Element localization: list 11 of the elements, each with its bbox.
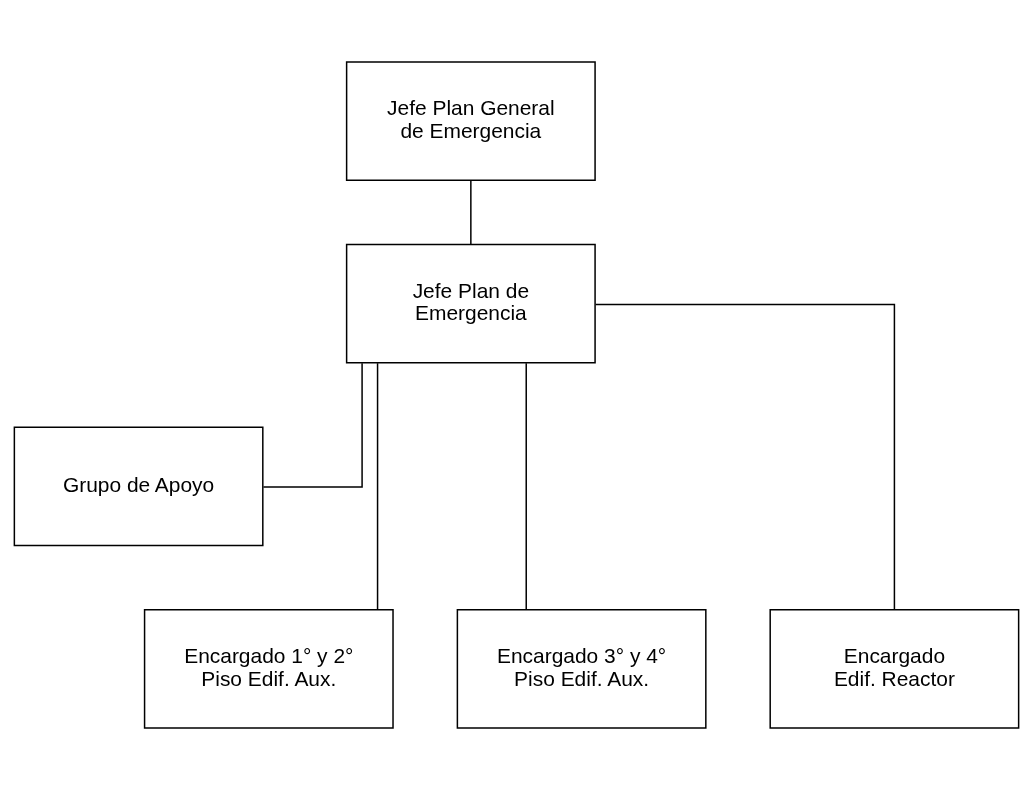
- node-box: Jefe Plan de Emergencia: [345, 243, 596, 364]
- node-box: Encargado 3° y 4° Piso Edif. Aux.: [456, 608, 707, 729]
- node-box: Jefe Plan General de Emergencia: [345, 60, 596, 181]
- node-box: Grupo de Apoyo: [13, 425, 264, 546]
- connector: [525, 361, 527, 610]
- connector: [594, 303, 896, 610]
- connector: [376, 361, 379, 610]
- node-box: Encargado Edif. Reactor: [769, 608, 1020, 729]
- connector: [470, 179, 472, 245]
- connector: [262, 362, 363, 488]
- node-box: Encargado 1° y 2° Piso Edif. Aux.: [143, 608, 394, 729]
